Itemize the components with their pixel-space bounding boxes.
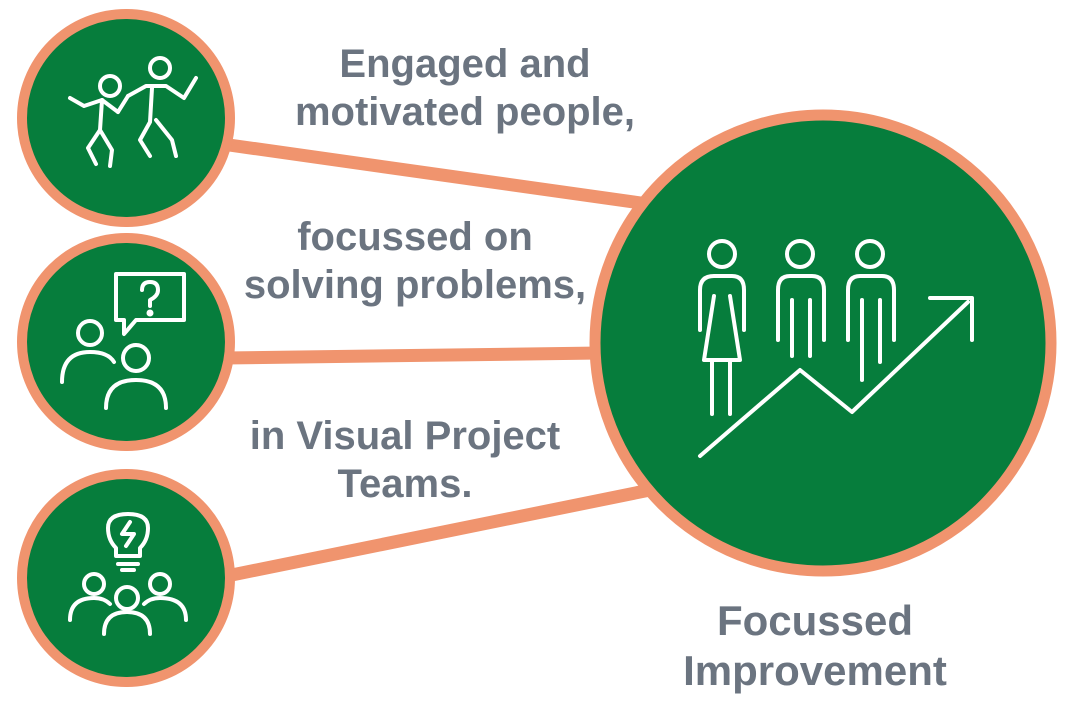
node-engaged-circle [17, 9, 235, 227]
node-teams-circle [17, 469, 235, 687]
team-lightbulb-icon [68, 512, 188, 636]
people-question-icon [60, 272, 186, 410]
hub-circle [589, 109, 1057, 577]
dancing-people-icon [68, 56, 198, 168]
label-problems-line-1: focussed on [297, 215, 533, 259]
connector-teams [220, 483, 652, 584]
label-problems-line-2: solving problems, [243, 263, 587, 307]
hub-label-line-2: Improvement [683, 647, 947, 695]
label-teams-line-1: in Visual Project [249, 414, 561, 458]
label-engaged-line-2: motivated people, [294, 90, 636, 134]
label-engaged-line-1: Engaged and [339, 42, 591, 86]
hub-label-line-1: Focussed [716, 597, 914, 644]
label-teams: in Visual Project Teams. [220, 412, 590, 508]
label-teams-line-2: Teams. [337, 462, 473, 506]
people-growth-arrow-icon [698, 239, 974, 458]
hub-label: Focussed Improvement [640, 596, 990, 697]
node-problems-circle [17, 233, 235, 451]
label-problems: focussed on solving problems, [230, 213, 600, 309]
connector-engaged [214, 136, 656, 212]
label-engaged: Engaged and motivated people, [270, 40, 660, 136]
connector-problems [224, 346, 601, 365]
